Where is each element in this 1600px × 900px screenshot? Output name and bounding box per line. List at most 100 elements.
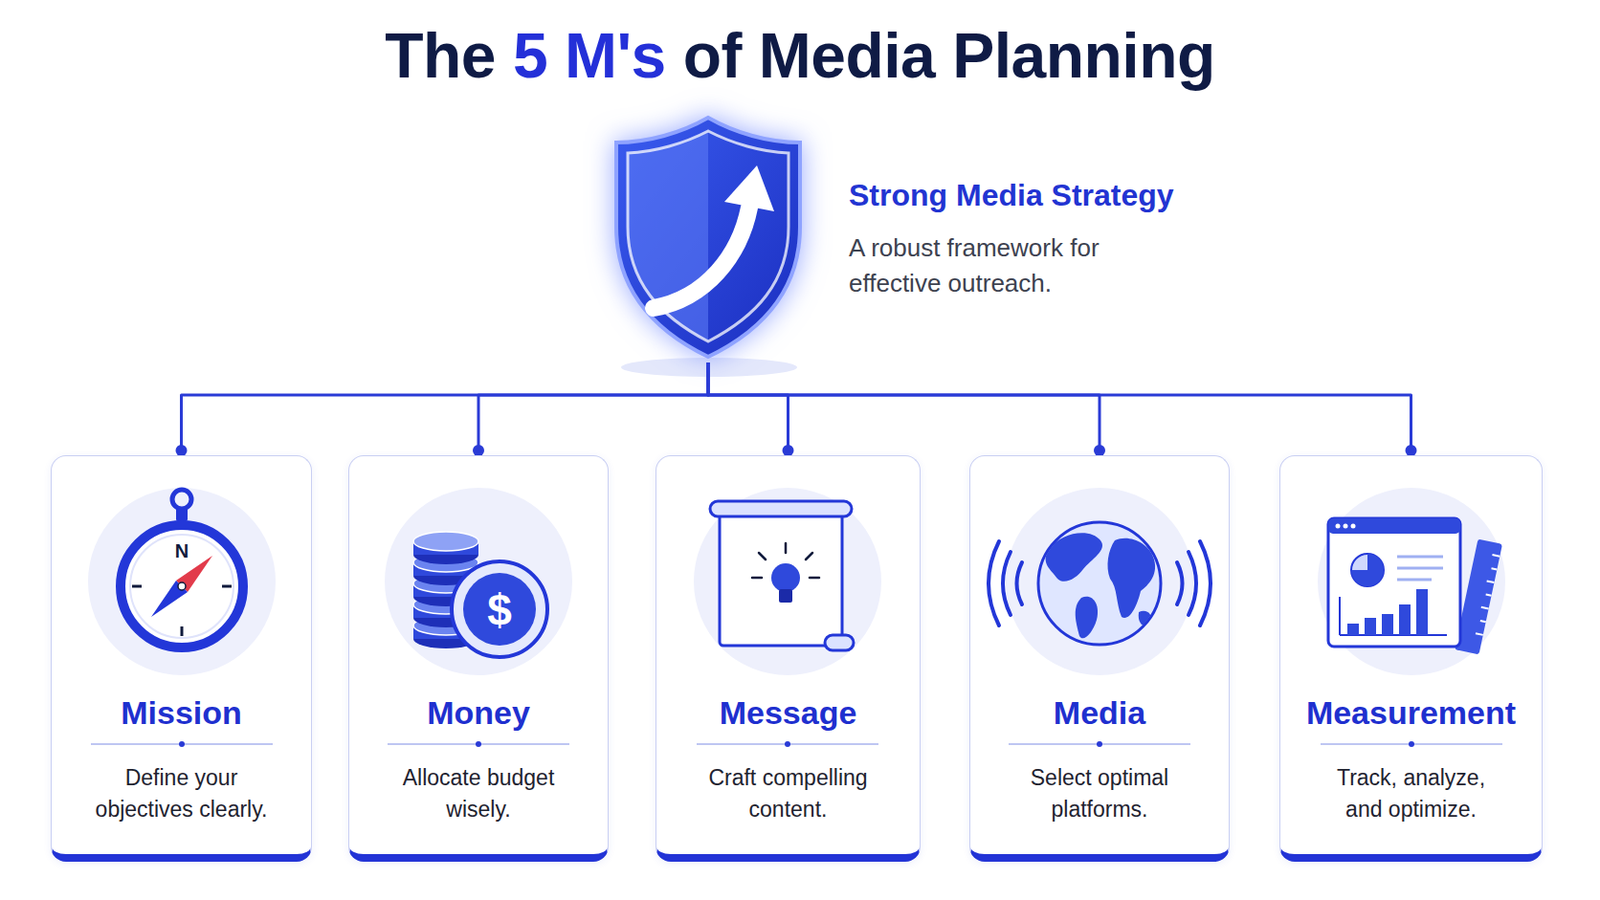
card-description: Track, analyze, and optimize. [1317, 762, 1506, 826]
ruler-tick [1487, 580, 1495, 583]
text-line [1397, 555, 1444, 559]
divider [696, 743, 879, 746]
signal-arc [1200, 541, 1211, 626]
growth-arrow-shaft [653, 207, 750, 309]
ruler-tick [1491, 555, 1500, 557]
chart-axis [1339, 634, 1447, 637]
text-line [1397, 567, 1444, 571]
continent [1045, 533, 1103, 582]
process-card: MessageCraft compelling content. [655, 455, 921, 863]
card-heading: Money [349, 693, 608, 733]
chart-bar [1347, 623, 1359, 636]
coin-edge [413, 587, 479, 607]
coin-band [413, 583, 479, 598]
chart-bar [1416, 589, 1428, 636]
continent [1108, 538, 1156, 619]
icon-backdrop [88, 488, 276, 676]
coin-band [413, 625, 479, 640]
window-dot [1335, 524, 1341, 530]
coin-edge [413, 629, 479, 649]
globe-continents [1045, 533, 1156, 639]
connector-line [478, 362, 709, 456]
bulb-ray [784, 543, 788, 554]
ruler-tick [1491, 568, 1498, 570]
scroll-curl [824, 635, 854, 651]
compass-tick [180, 626, 184, 637]
chart-bar [1381, 614, 1394, 636]
compass-inner-ring [130, 534, 234, 639]
coin-top [413, 574, 479, 594]
divider-dot [475, 741, 482, 748]
signal-arc [988, 541, 1000, 626]
icon-backdrop [1005, 488, 1194, 676]
divider [387, 743, 570, 746]
coin-edge [413, 566, 479, 586]
strategy-description: A robust framework for effective outreac… [848, 230, 1136, 302]
diagram-title: The 5 M's of Media Planning [0, 19, 1600, 92]
coin-band [413, 604, 479, 619]
signal-arc [1017, 562, 1023, 605]
card-description: Craft compelling content. [694, 762, 883, 826]
process-card: MediaSelect optimal platforms. [969, 455, 1230, 863]
compass-ring [120, 525, 244, 648]
window-dot [1343, 524, 1349, 530]
globe [1038, 522, 1161, 645]
connector [472, 362, 709, 457]
shield-inner-border [627, 131, 789, 342]
bulb-ray [758, 553, 766, 560]
coin-top [413, 595, 479, 615]
coin-edge [413, 608, 479, 628]
card-description: Define your objectives clearly. [88, 762, 276, 826]
bulb-base [778, 589, 793, 603]
divider-dot [178, 741, 185, 748]
ruler-ticks [1475, 555, 1500, 636]
coin-band [413, 562, 479, 577]
connector [708, 362, 1418, 457]
dollar-coin-face [463, 573, 536, 646]
divider [90, 743, 273, 746]
dollar-coin [451, 561, 548, 658]
card-description: Allocate budget wisely. [384, 762, 573, 826]
shield-outline [610, 111, 806, 363]
card-description: Select optimal platforms. [1005, 762, 1194, 826]
icon-backdrop [1317, 488, 1506, 676]
connector [708, 362, 1106, 457]
strategy-heading: Strong Media Strategy [848, 177, 1175, 214]
connector-line [708, 362, 789, 456]
compass-tick [222, 585, 232, 589]
compass-stem [176, 508, 188, 522]
coin-top [413, 616, 479, 636]
pie-chart [1351, 554, 1384, 587]
shield-node: Strong Media StrategyA robust framework … [610, 111, 806, 363]
divider-dot [1096, 741, 1103, 748]
text-line [1397, 578, 1432, 582]
title-highlight: 5 M's [512, 20, 667, 91]
chart-bar [1399, 604, 1411, 636]
connector-line [708, 362, 1100, 456]
icon-backdrop [384, 488, 573, 676]
divider-dot [1408, 741, 1415, 748]
process-card: MoneyAllocate budget wisely. [348, 455, 609, 863]
chart-bar [1364, 618, 1377, 636]
ruler-tick [1475, 633, 1484, 636]
bulb-glass [771, 563, 800, 593]
bulb-ray [809, 577, 820, 580]
scroll-roll [710, 501, 852, 517]
shield-body [616, 117, 800, 357]
window-header [1328, 518, 1461, 534]
ruler-tick [1486, 595, 1492, 597]
continent [1138, 611, 1152, 627]
coin-top [413, 532, 479, 552]
chart-axis [1338, 597, 1341, 636]
divider [1008, 743, 1191, 746]
window-dot [1351, 524, 1356, 530]
dashboard-window [1328, 518, 1461, 647]
card-heading: Message [656, 693, 920, 733]
compass-tick [132, 585, 142, 589]
pie-slice [1351, 554, 1384, 587]
compass-pivot [177, 582, 186, 591]
connector-line [181, 362, 710, 456]
process-card: MeasurementTrack, analyze, and optimize. [1279, 455, 1543, 863]
